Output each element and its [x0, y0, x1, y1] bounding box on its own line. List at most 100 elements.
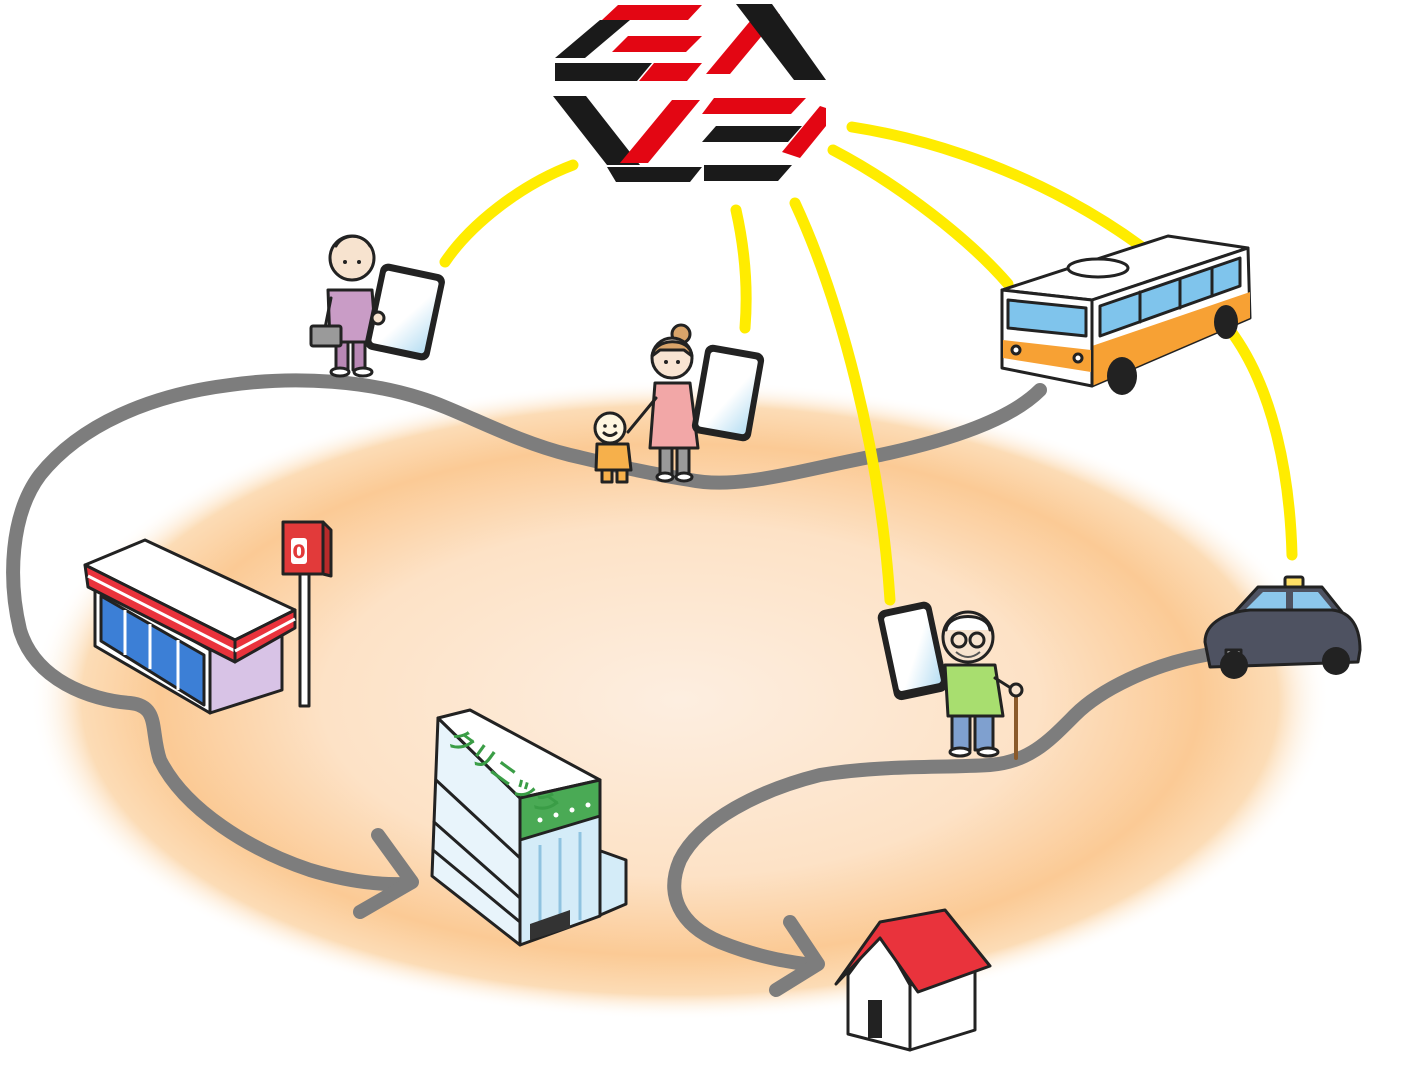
logo-red-stripe — [612, 36, 702, 52]
child-body — [594, 442, 633, 472]
wheel — [1214, 305, 1238, 339]
logo-red-stripe — [782, 106, 826, 158]
store-sign: 0 — [281, 520, 333, 708]
dress-body — [648, 381, 700, 450]
eye — [343, 260, 347, 264]
shoe — [352, 366, 374, 378]
logo-black-stripe — [555, 63, 652, 81]
eye — [613, 424, 617, 428]
floor-line — [432, 820, 522, 900]
shoe — [329, 366, 351, 378]
glasses — [950, 631, 968, 649]
logo-black-stripe — [702, 126, 802, 142]
route-lower — [667, 648, 1212, 997]
smile — [602, 431, 618, 437]
store-sign-label: 0 — [292, 541, 305, 563]
wheel — [1322, 647, 1350, 675]
awning-stripe — [87, 574, 236, 653]
businessman-figure — [309, 234, 445, 378]
eye — [357, 260, 361, 264]
bus-side-windows — [1098, 256, 1242, 338]
logo-red-stripe — [620, 100, 700, 163]
tablet-screen — [698, 351, 758, 435]
logo-red-stripe — [639, 63, 702, 81]
road-path — [667, 648, 1212, 972]
eye — [603, 424, 607, 428]
arm — [626, 396, 658, 434]
clinic-entrance — [530, 910, 570, 940]
band-dot — [537, 817, 543, 823]
connection-bus — [827, 144, 1014, 290]
leg — [973, 712, 995, 752]
bus-vehicle — [1000, 234, 1252, 395]
bus-windshield — [1006, 298, 1088, 338]
briefcase-icon — [309, 324, 343, 348]
road-arrowhead — [353, 828, 419, 919]
elderly-figure — [877, 601, 1024, 760]
shoe — [948, 746, 972, 758]
eye — [664, 360, 668, 364]
shoe — [655, 471, 675, 483]
floor-line — [431, 848, 522, 924]
road-path — [6, 373, 1047, 892]
shoe — [976, 746, 1000, 758]
mother-figure — [626, 323, 765, 483]
sign-pole — [298, 570, 311, 708]
shirt-body — [943, 663, 1005, 718]
house-roof — [834, 908, 992, 994]
house-door — [868, 1000, 882, 1038]
logo-red-stripe — [702, 98, 806, 114]
band-dot — [553, 812, 559, 818]
connection-businessman — [439, 159, 579, 268]
smartphone-icon — [877, 601, 948, 701]
taxi-window — [1293, 592, 1332, 609]
hair — [650, 340, 694, 358]
clinic-building: クリニック — [430, 708, 628, 947]
bus-front-stripe — [1003, 340, 1091, 372]
hair — [334, 234, 372, 248]
connection-mother — [730, 204, 752, 334]
logo-black-stripe — [553, 96, 640, 165]
leg — [658, 445, 674, 477]
clinic-green-band — [518, 778, 602, 842]
beard — [955, 651, 981, 658]
logo-black-stripe — [736, 4, 826, 80]
tablet-icon — [691, 344, 765, 442]
house-building — [834, 908, 992, 1052]
wheel — [1220, 651, 1248, 679]
convenience-store — [83, 538, 297, 715]
headlight — [1072, 352, 1084, 364]
taxi-window — [1246, 592, 1286, 609]
area-glow — [30, 380, 1330, 1020]
headlight — [1010, 344, 1022, 356]
logo-black-stripe — [704, 165, 792, 181]
phone-screen — [884, 608, 941, 691]
leg — [675, 445, 691, 477]
logo-black-stripe — [607, 167, 702, 182]
logo-red-stripe — [602, 5, 702, 20]
arm — [323, 296, 333, 330]
wheel — [1107, 357, 1137, 395]
head — [593, 411, 627, 445]
tablet-icon — [365, 263, 445, 361]
route-upper — [6, 373, 1047, 919]
sign-label-plate — [291, 538, 307, 564]
band-dot — [569, 807, 575, 813]
savs-logo — [553, 4, 826, 182]
road-arrowhead — [769, 915, 825, 997]
tablet-screen — [371, 270, 439, 354]
taxi-body — [1203, 608, 1362, 669]
floor-line — [434, 778, 522, 860]
eye — [676, 360, 680, 364]
connection-elderly — [789, 197, 896, 606]
shoe — [674, 471, 694, 483]
awning-stripe — [234, 617, 296, 653]
band-dot — [585, 802, 591, 808]
bus-roof-unit — [1066, 257, 1130, 279]
logo-black-stripe — [555, 20, 630, 58]
glasses — [968, 631, 986, 649]
hand — [1008, 682, 1024, 698]
leg — [950, 712, 972, 752]
hair — [944, 615, 992, 632]
